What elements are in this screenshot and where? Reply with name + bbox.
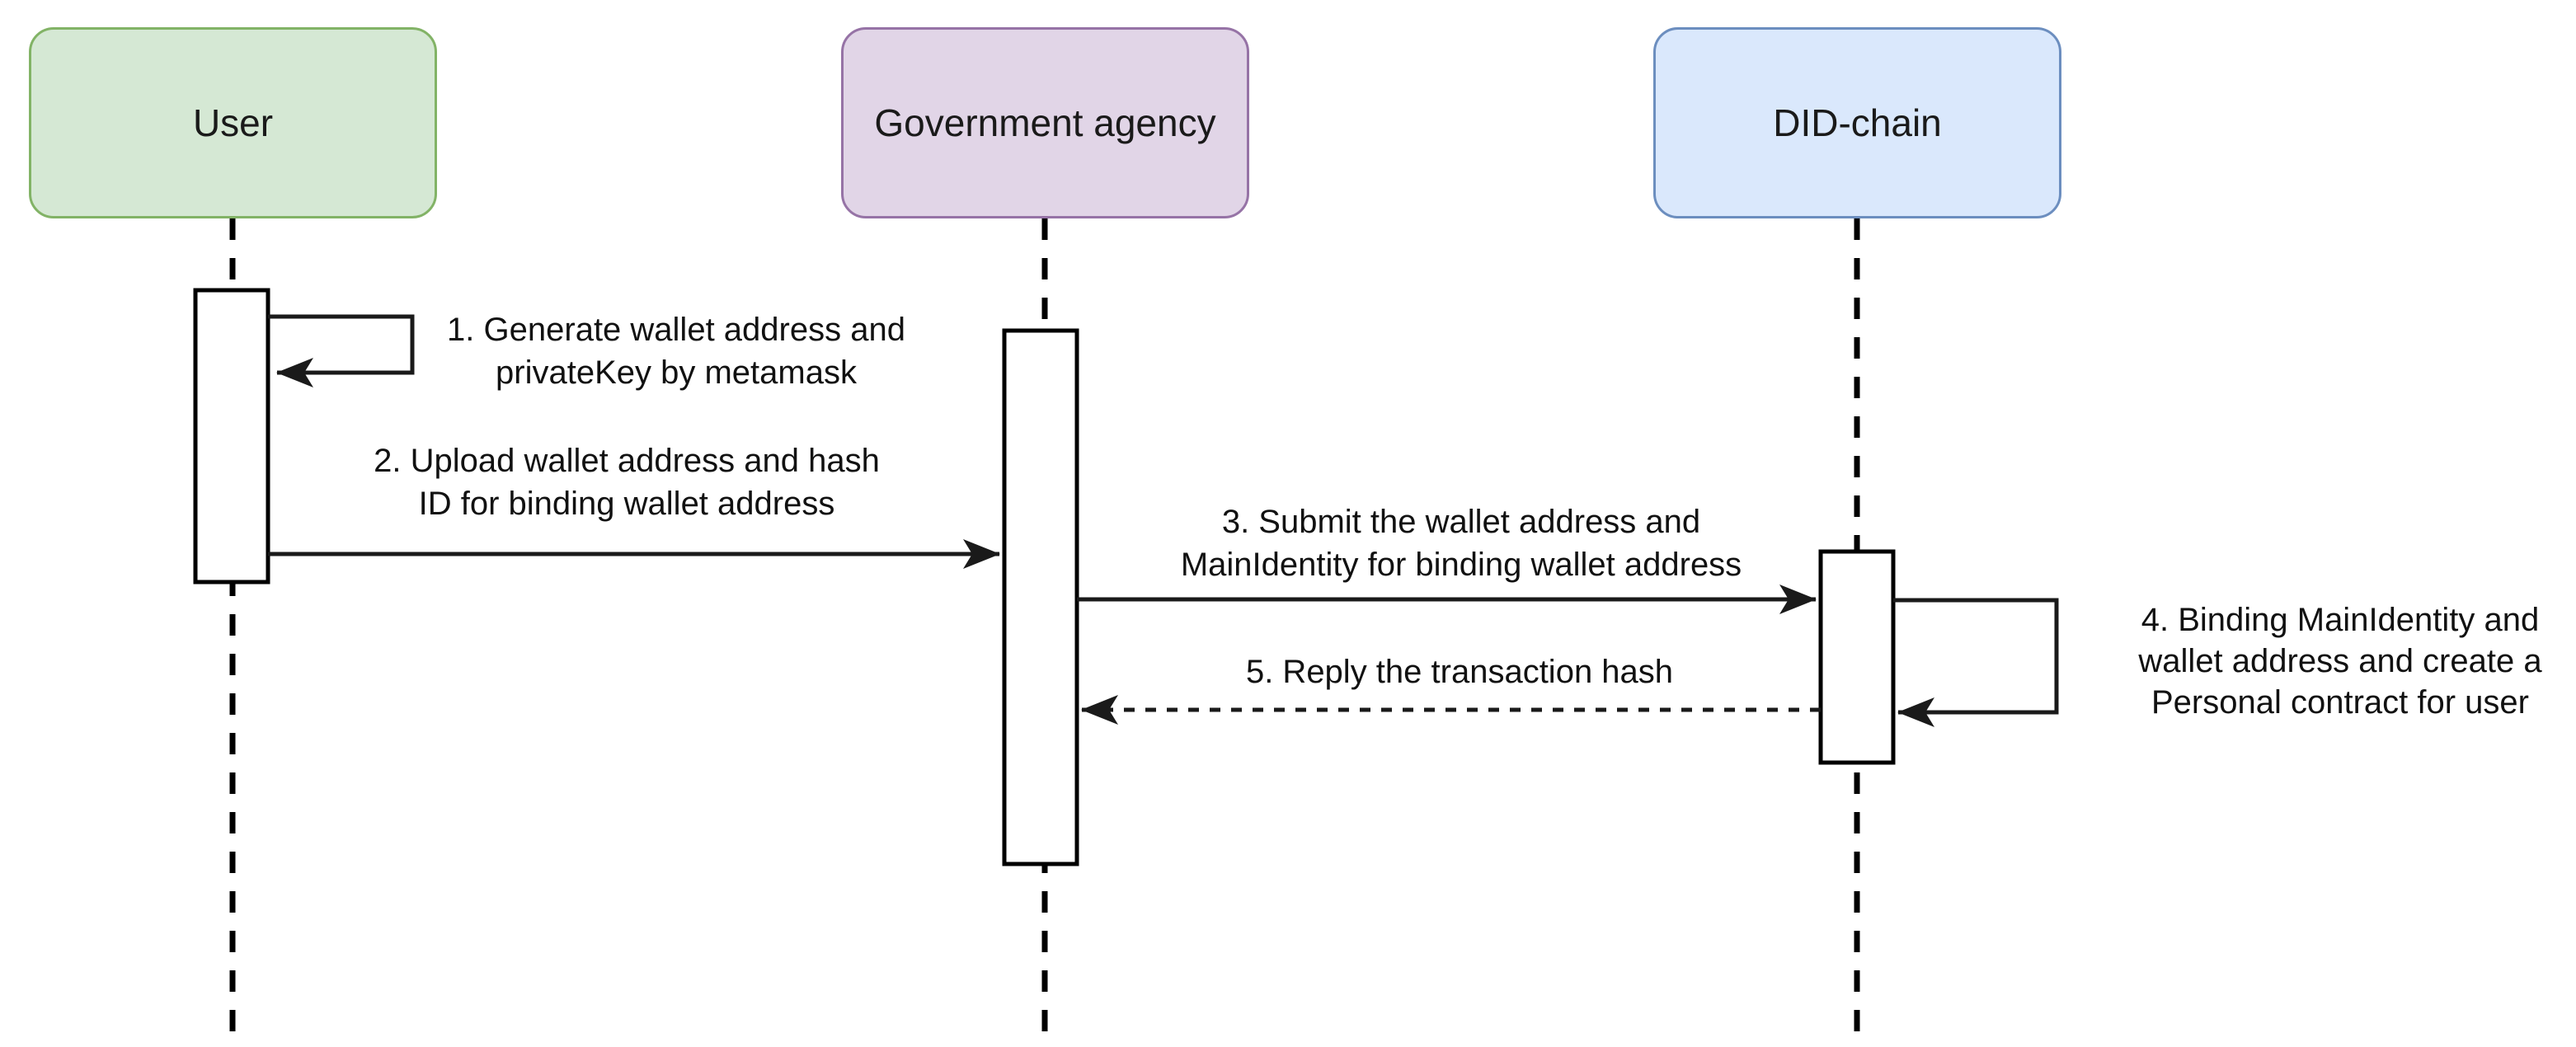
message-4-line-2: wallet address and create a — [2138, 643, 2542, 679]
message-4-label: 4. Binding MainIdentity and wallet addre… — [2138, 599, 2541, 723]
message-1-label: 1. Generate wallet address and privateKe… — [447, 308, 905, 394]
activation-bar-user — [193, 288, 270, 585]
message-4-self-arrow — [1893, 598, 2059, 727]
actor-label-user: User — [192, 101, 274, 144]
message-4-line-1: 4. Binding MainIdentity and — [2141, 602, 2540, 638]
message-3-line-1: 3. Submit the wallet address and — [1221, 504, 1701, 540]
message-4-line-3: Personal contract for user — [2151, 684, 2529, 721]
actor-box-did-chain: DID-chain — [1653, 27, 2061, 218]
message-5-label: 5. Reply the transaction hash — [1246, 650, 1673, 693]
actor-box-user: User — [29, 27, 437, 218]
message-2-label: 2. Upload wallet address and hash ID for… — [374, 439, 880, 525]
actor-label-did-chain: DID-chain — [1773, 101, 1942, 144]
message-3-label: 3. Submit the wallet address and MainIde… — [1181, 500, 1742, 586]
actor-box-government-agency: Government agency — [841, 27, 1249, 218]
message-1-line-2: privateKey by metamask — [496, 354, 857, 391]
activation-bar-did-chain — [1818, 549, 1896, 765]
message-2-line-2: ID for binding wallet address — [418, 486, 835, 522]
activation-bar-government-agency — [1002, 328, 1079, 866]
message-1-line-1: 1. Generate wallet address and — [447, 312, 905, 348]
message-5-line-1: 5. Reply the transaction hash — [1245, 654, 1674, 690]
message-2-line-1: 2. Upload wallet address and hash — [374, 443, 880, 479]
message-3-line-2: MainIdentity for binding wallet address — [1180, 547, 1742, 583]
message-1-self-arrow — [268, 314, 415, 387]
actor-label-government-agency: Government agency — [874, 101, 1216, 144]
